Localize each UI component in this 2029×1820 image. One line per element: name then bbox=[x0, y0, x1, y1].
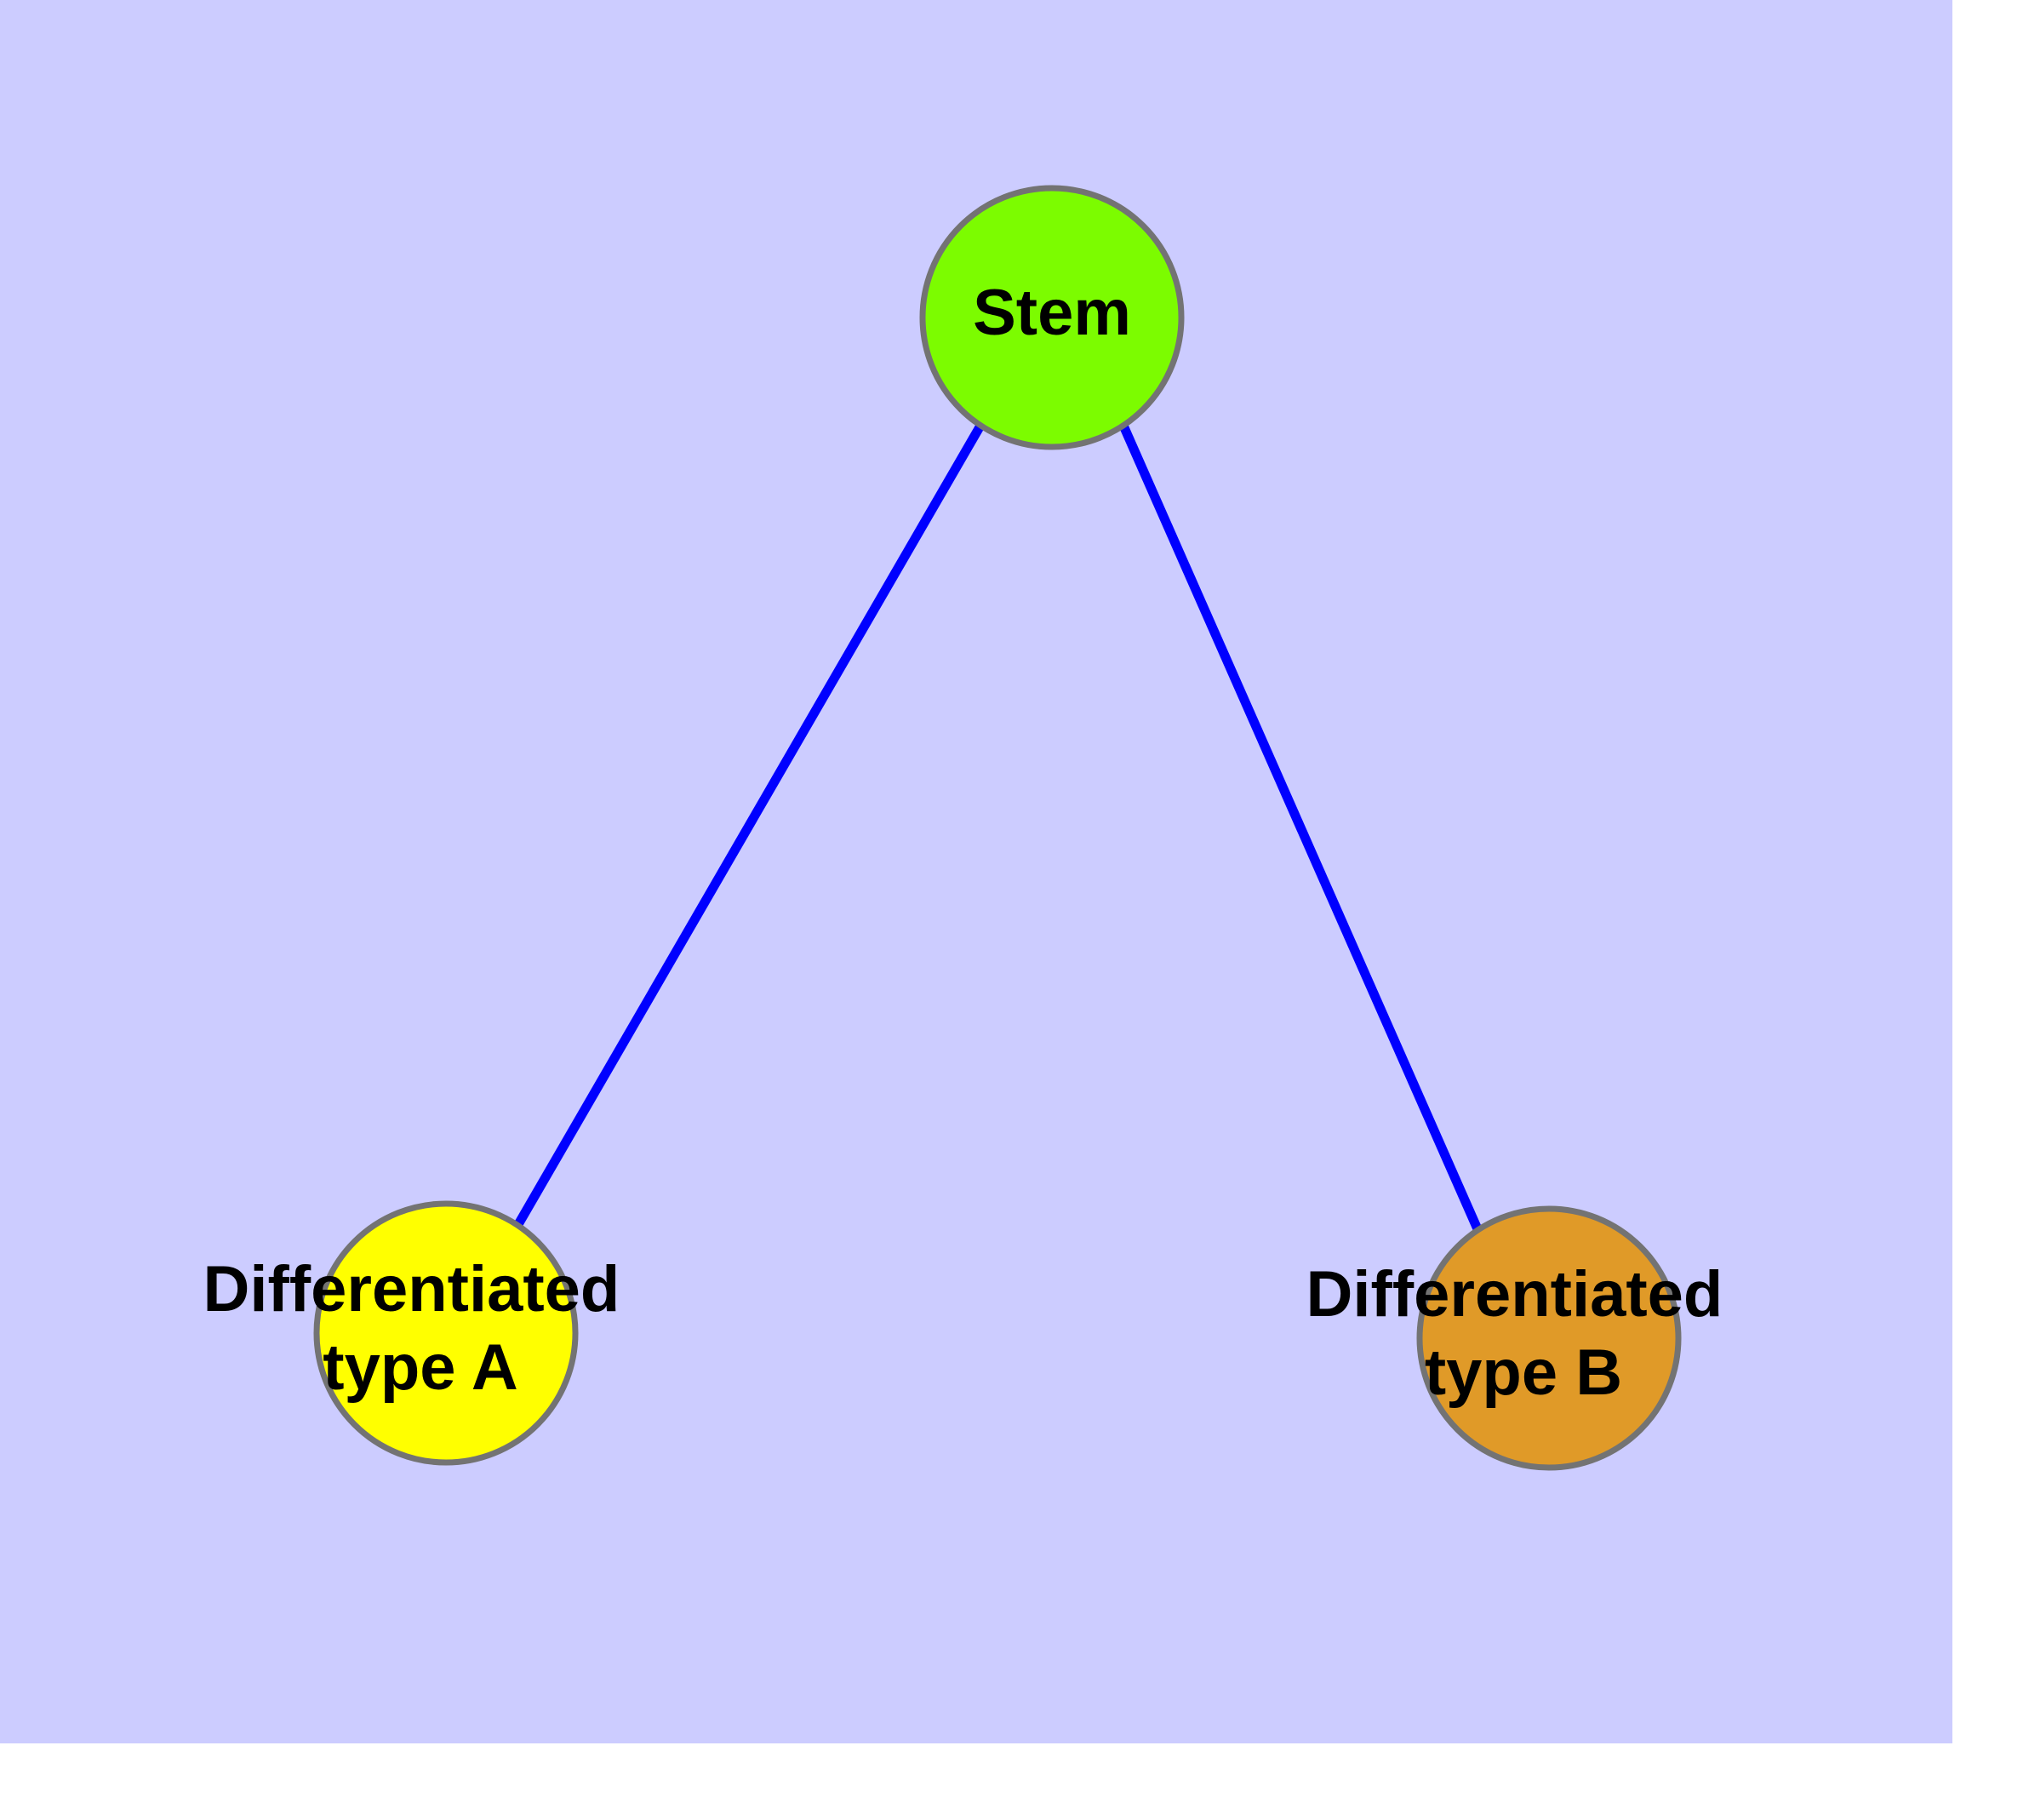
node-label-differentiated-type-b: Differentiated type B bbox=[1306, 1258, 1741, 1409]
edge-stem-to-differentiated-type-a[interactable] bbox=[513, 423, 985, 1228]
node-differentiated-type-a[interactable]: Differentiated type A bbox=[203, 1200, 638, 1466]
edges-group bbox=[513, 423, 1483, 1233]
node-circle-differentiated-type-a[interactable] bbox=[313, 1200, 579, 1466]
node-circle-stem[interactable] bbox=[919, 185, 1185, 450]
node-label-differentiated-type-a: Differentiated type A bbox=[203, 1253, 638, 1404]
nodes-group: Stem Differentiated type A Differentiate… bbox=[203, 185, 1741, 1471]
node-stem[interactable]: Stem bbox=[919, 185, 1185, 450]
node-differentiated-type-b[interactable]: Differentiated type B bbox=[1306, 1205, 1741, 1471]
edge-stem-to-differentiated-type-b[interactable] bbox=[1118, 423, 1483, 1233]
node-circle-differentiated-type-b[interactable] bbox=[1416, 1205, 1682, 1471]
node-label-stem: Stem bbox=[973, 277, 1131, 349]
